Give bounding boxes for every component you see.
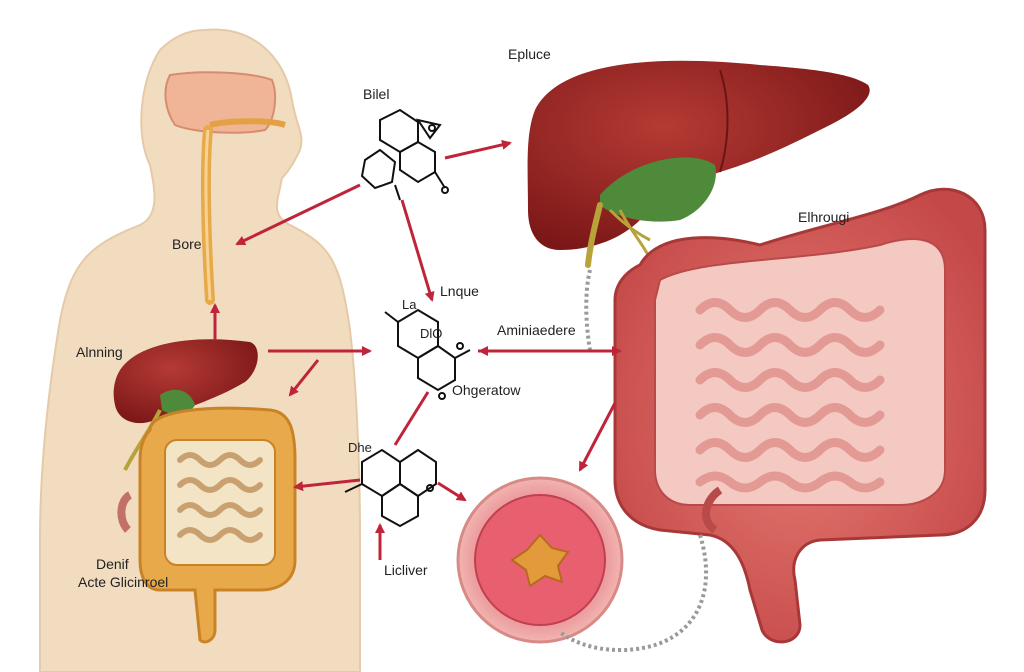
arrows [210,139,622,560]
intestine-cross-section [456,476,624,644]
label-bore: Bore [172,236,202,252]
label-ohgeratow: Ohgeratow [452,382,521,398]
arrow-middle-to-bottom [393,391,430,446]
molecule-middle [384,308,471,400]
label-dlo: DlO [420,326,443,341]
label-bilel: Bilel [363,86,390,102]
label-denif: Denif [96,556,129,572]
molecule-bottom [344,448,437,528]
arrow-colon-to-cross-section [578,402,617,472]
molecule-top [360,108,449,201]
oral-cavity [164,71,277,134]
arrow-to-body-colon-low [293,478,361,492]
label-alnning: Alnning [76,344,123,360]
label-acte-glicinroel: Acte Glicinroel [78,574,169,590]
small-intestine [695,298,885,493]
label-aminiaedere: Aminiaedere [497,322,576,338]
label-epluce: Epluce [508,46,551,62]
arrow-to-middle-molecule [400,199,435,302]
label-elhrougi: Elhrougi [798,209,850,225]
body-gallbladder [160,389,195,415]
arrow-to-body-colon [288,359,320,397]
label-lnque: Lnque [440,283,479,299]
label-licliver: Licliver [384,562,428,578]
arrow-to-cross-section [437,481,467,502]
large-colon [613,187,987,644]
label-dhe: Dhe [348,440,372,455]
large-liver [527,60,870,268]
body-colon [117,406,297,644]
dashed-connectors [558,269,709,653]
arrow-to-bore [235,183,361,246]
label-la: La [402,297,417,312]
arrow-to-liver [444,139,512,160]
large-gallbladder [600,157,716,222]
